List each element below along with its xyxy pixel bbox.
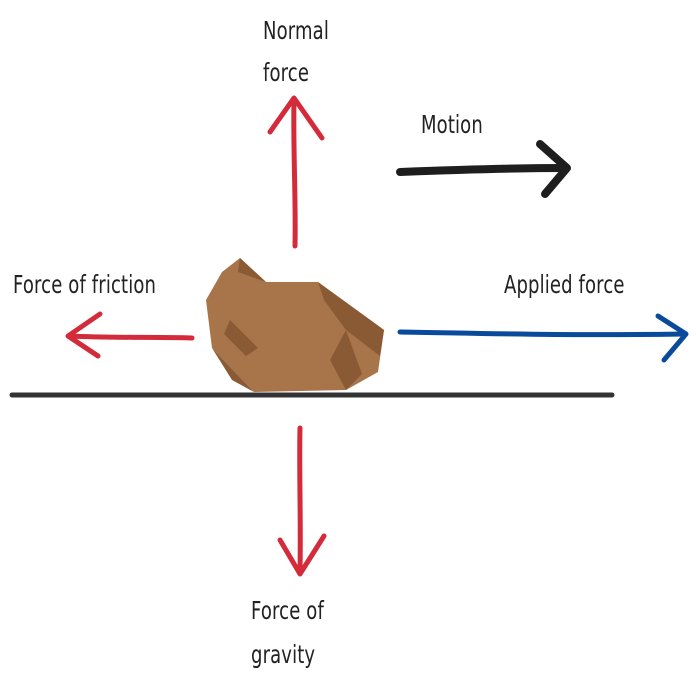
normal-force-label-line1: Normal (263, 16, 329, 45)
rock (206, 258, 384, 392)
gravity-label-line2: gravity (251, 640, 316, 669)
gravity-label-line1: Force of (251, 596, 324, 625)
friction-label: Force of friction (13, 270, 157, 299)
friction-arrow (65, 311, 195, 359)
applied-force-arrow (397, 313, 689, 363)
normal-force-label-line2: force (263, 58, 310, 87)
motion-label: Motion (421, 110, 483, 139)
motion-arrow (396, 140, 571, 198)
gravity-arrow (277, 425, 327, 577)
normal-force-arrow (267, 95, 325, 249)
applied-force-label: Applied force (504, 270, 625, 299)
